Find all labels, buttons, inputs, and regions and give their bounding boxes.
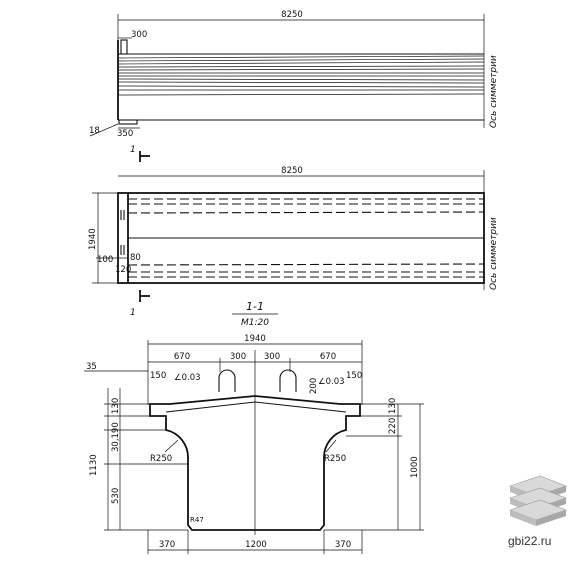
section-right-130: 130: [388, 398, 398, 414]
section-radius-right: R250: [324, 454, 346, 464]
section-bottom-right: 370: [335, 540, 351, 550]
beam-cross-section: [149, 395, 361, 531]
radius-left-leader: [164, 439, 179, 453]
section-top-slab-line: [165, 401, 347, 413]
top-hatch-5: [117, 68, 485, 71]
section-offset-label: 35: [86, 362, 97, 372]
lifting-loop-right: [279, 369, 297, 392]
section-chamfer: R47: [190, 516, 204, 524]
plan-length-label: 8250: [281, 166, 303, 176]
plan-axis-label: Ось симметрии: [489, 217, 499, 290]
top-hatch-8: [117, 78, 485, 81]
plan-dim-100: 100: [97, 255, 113, 265]
stacked-slabs-logo: [509, 475, 567, 526]
top-hatch-2: [117, 58, 485, 62]
section-left-190: 30,190: [111, 422, 121, 452]
section-bottom-mid: 1200: [245, 540, 267, 550]
top-hatch-12: [117, 93, 485, 96]
section-width-label: 1940: [244, 334, 266, 344]
top-end-block: [120, 39, 128, 55]
section-left-part: 670: [174, 352, 190, 362]
plan-dash-3: [127, 211, 485, 214]
plan-height-label: 1940: [88, 228, 98, 250]
radius-right-leader: [325, 439, 337, 453]
top-end-block-label: 300: [131, 30, 147, 40]
plan-dash-4: [127, 263, 485, 266]
watermark: gbi22.ru: [508, 475, 567, 548]
top-hatch-3: [117, 61, 485, 65]
top-hatch-4: [117, 65, 485, 68]
section-title: 1-1: [246, 300, 264, 313]
section-bottom-530: 530: [111, 488, 121, 504]
section-scale: М1:20: [241, 318, 269, 328]
section-bottom-left: 370: [159, 540, 175, 550]
plan-section-label: 1: [130, 308, 136, 318]
section-left-150: 150: [150, 371, 166, 381]
section-total-1000: 1000: [410, 456, 420, 478]
top-bearing-label: 350: [117, 129, 133, 139]
lifting-loop-left: [218, 369, 236, 392]
top-section-label: 1: [130, 145, 136, 155]
section-view: 1-1 М1:20 1940 670 300 300 670 35 150 15…: [84, 300, 424, 554]
top-hatch-1: [117, 55, 485, 59]
section-stem-right: 300: [264, 352, 280, 362]
section-right-200: 200: [309, 378, 319, 394]
top-hatch-9: [117, 81, 485, 84]
section-right-part: 670: [320, 352, 336, 362]
plan-view: 8250 1940 100 80 120 1 Ось симметрии: [88, 166, 499, 318]
plan-dim-80: 80: [130, 253, 141, 263]
section-right-220: 220: [388, 418, 398, 434]
top-hatch-10: [117, 85, 485, 88]
section-slope-right: ∠0.03: [318, 377, 345, 387]
top-view: 8250 300 350 18 1 Ось симметрии: [89, 10, 499, 162]
top-axis-label: Ось симметрии: [489, 55, 499, 128]
section-total-1130: 1130: [89, 454, 99, 476]
top-offset-leader: [89, 123, 119, 137]
section-radius-left: R250: [150, 454, 172, 464]
section-stem-left: 300: [230, 352, 246, 362]
plan-dim-120: 120: [115, 265, 131, 275]
top-offset-label: 18: [89, 126, 100, 136]
top-length-label: 8250: [281, 10, 303, 20]
section-slope-left: ∠0.03: [174, 373, 201, 383]
section-right-150: 150: [346, 371, 362, 381]
section-left-130: 130: [111, 398, 121, 414]
watermark-site: gbi22.ru: [508, 534, 551, 548]
top-bearing-plate: [118, 119, 138, 125]
